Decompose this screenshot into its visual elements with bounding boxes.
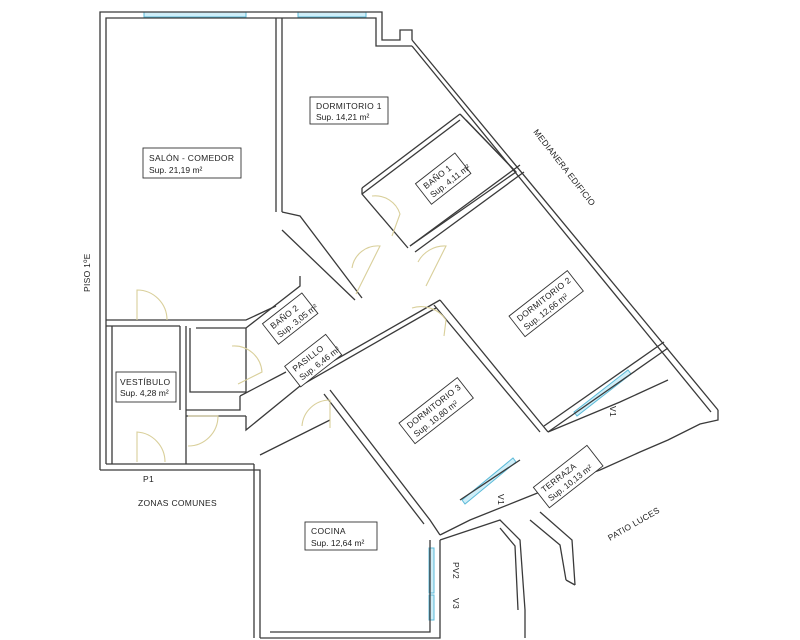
v3-label: V3 <box>451 598 461 609</box>
room-dormitorio2: DORMITORIO 2 Sup. 12,66 m² <box>508 269 584 338</box>
door-bano1 <box>371 195 401 237</box>
room-bano1: BAÑO 1 Sup. 4,11 m² <box>414 152 472 205</box>
room-name: DORMITORIO 1 <box>316 101 382 111</box>
door-dormitorio3 <box>411 306 447 337</box>
v1-label-dormitorio3: V1 <box>496 494 506 505</box>
door-salon <box>136 289 168 321</box>
room-area: Sup. 21,19 m² <box>149 165 203 175</box>
walls <box>99 11 719 639</box>
window-salon <box>143 11 247 18</box>
window-dormitorio1 <box>297 11 367 18</box>
door-corridor <box>187 415 219 447</box>
room-name: SALÓN - COMEDOR <box>149 153 234 163</box>
room-dormitorio1: DORMITORIO 1 Sup. 14,21 m² <box>309 96 389 125</box>
room-area: Sup. 4,28 m² <box>120 388 169 398</box>
room-terraza: TERRAZA Sup. 10,13 m² <box>532 444 604 509</box>
room-bano2: BAÑO 2 Sup. 3,05 m² <box>261 292 320 345</box>
room-name: VESTÍBULO <box>120 377 170 387</box>
room-dormitorio3: DORMITORIO 3 Sup. 10,80 m² <box>398 376 474 445</box>
doors <box>136 195 447 463</box>
room-area: Sup. 12,64 m² <box>311 538 365 548</box>
door-dormitorio2 <box>417 245 447 287</box>
room-pasillo: PASILLO Sup. 6,46 m² <box>284 333 343 388</box>
zonas-comunes-label: ZONAS COMUNES <box>138 498 217 508</box>
piso-label: PISO 1ºE <box>82 253 92 292</box>
v1-label-dormitorio2: V1 <box>608 406 618 417</box>
room-area: Sup. 14,21 m² <box>316 112 370 122</box>
room-vestibulo: VESTÍBULO Sup. 4,28 m² <box>115 371 177 403</box>
room-cocina: COCINA Sup. 12,64 m² <box>304 521 378 551</box>
door-cocina <box>301 399 331 428</box>
pv2-label: PV2 <box>451 562 461 579</box>
window-pv2 <box>428 547 435 594</box>
door-bano2 <box>231 345 263 385</box>
door-dormitorio1 <box>351 245 381 295</box>
door-vestibulo <box>136 431 166 463</box>
room-salon: SALÓN - COMEDOR Sup. 21,19 m² <box>142 147 242 179</box>
patio-luces-label: PATIO LUCES <box>606 505 661 543</box>
p1-label: P1 <box>143 474 154 484</box>
room-name: COCINA <box>311 526 346 536</box>
window-v3 <box>428 594 435 621</box>
